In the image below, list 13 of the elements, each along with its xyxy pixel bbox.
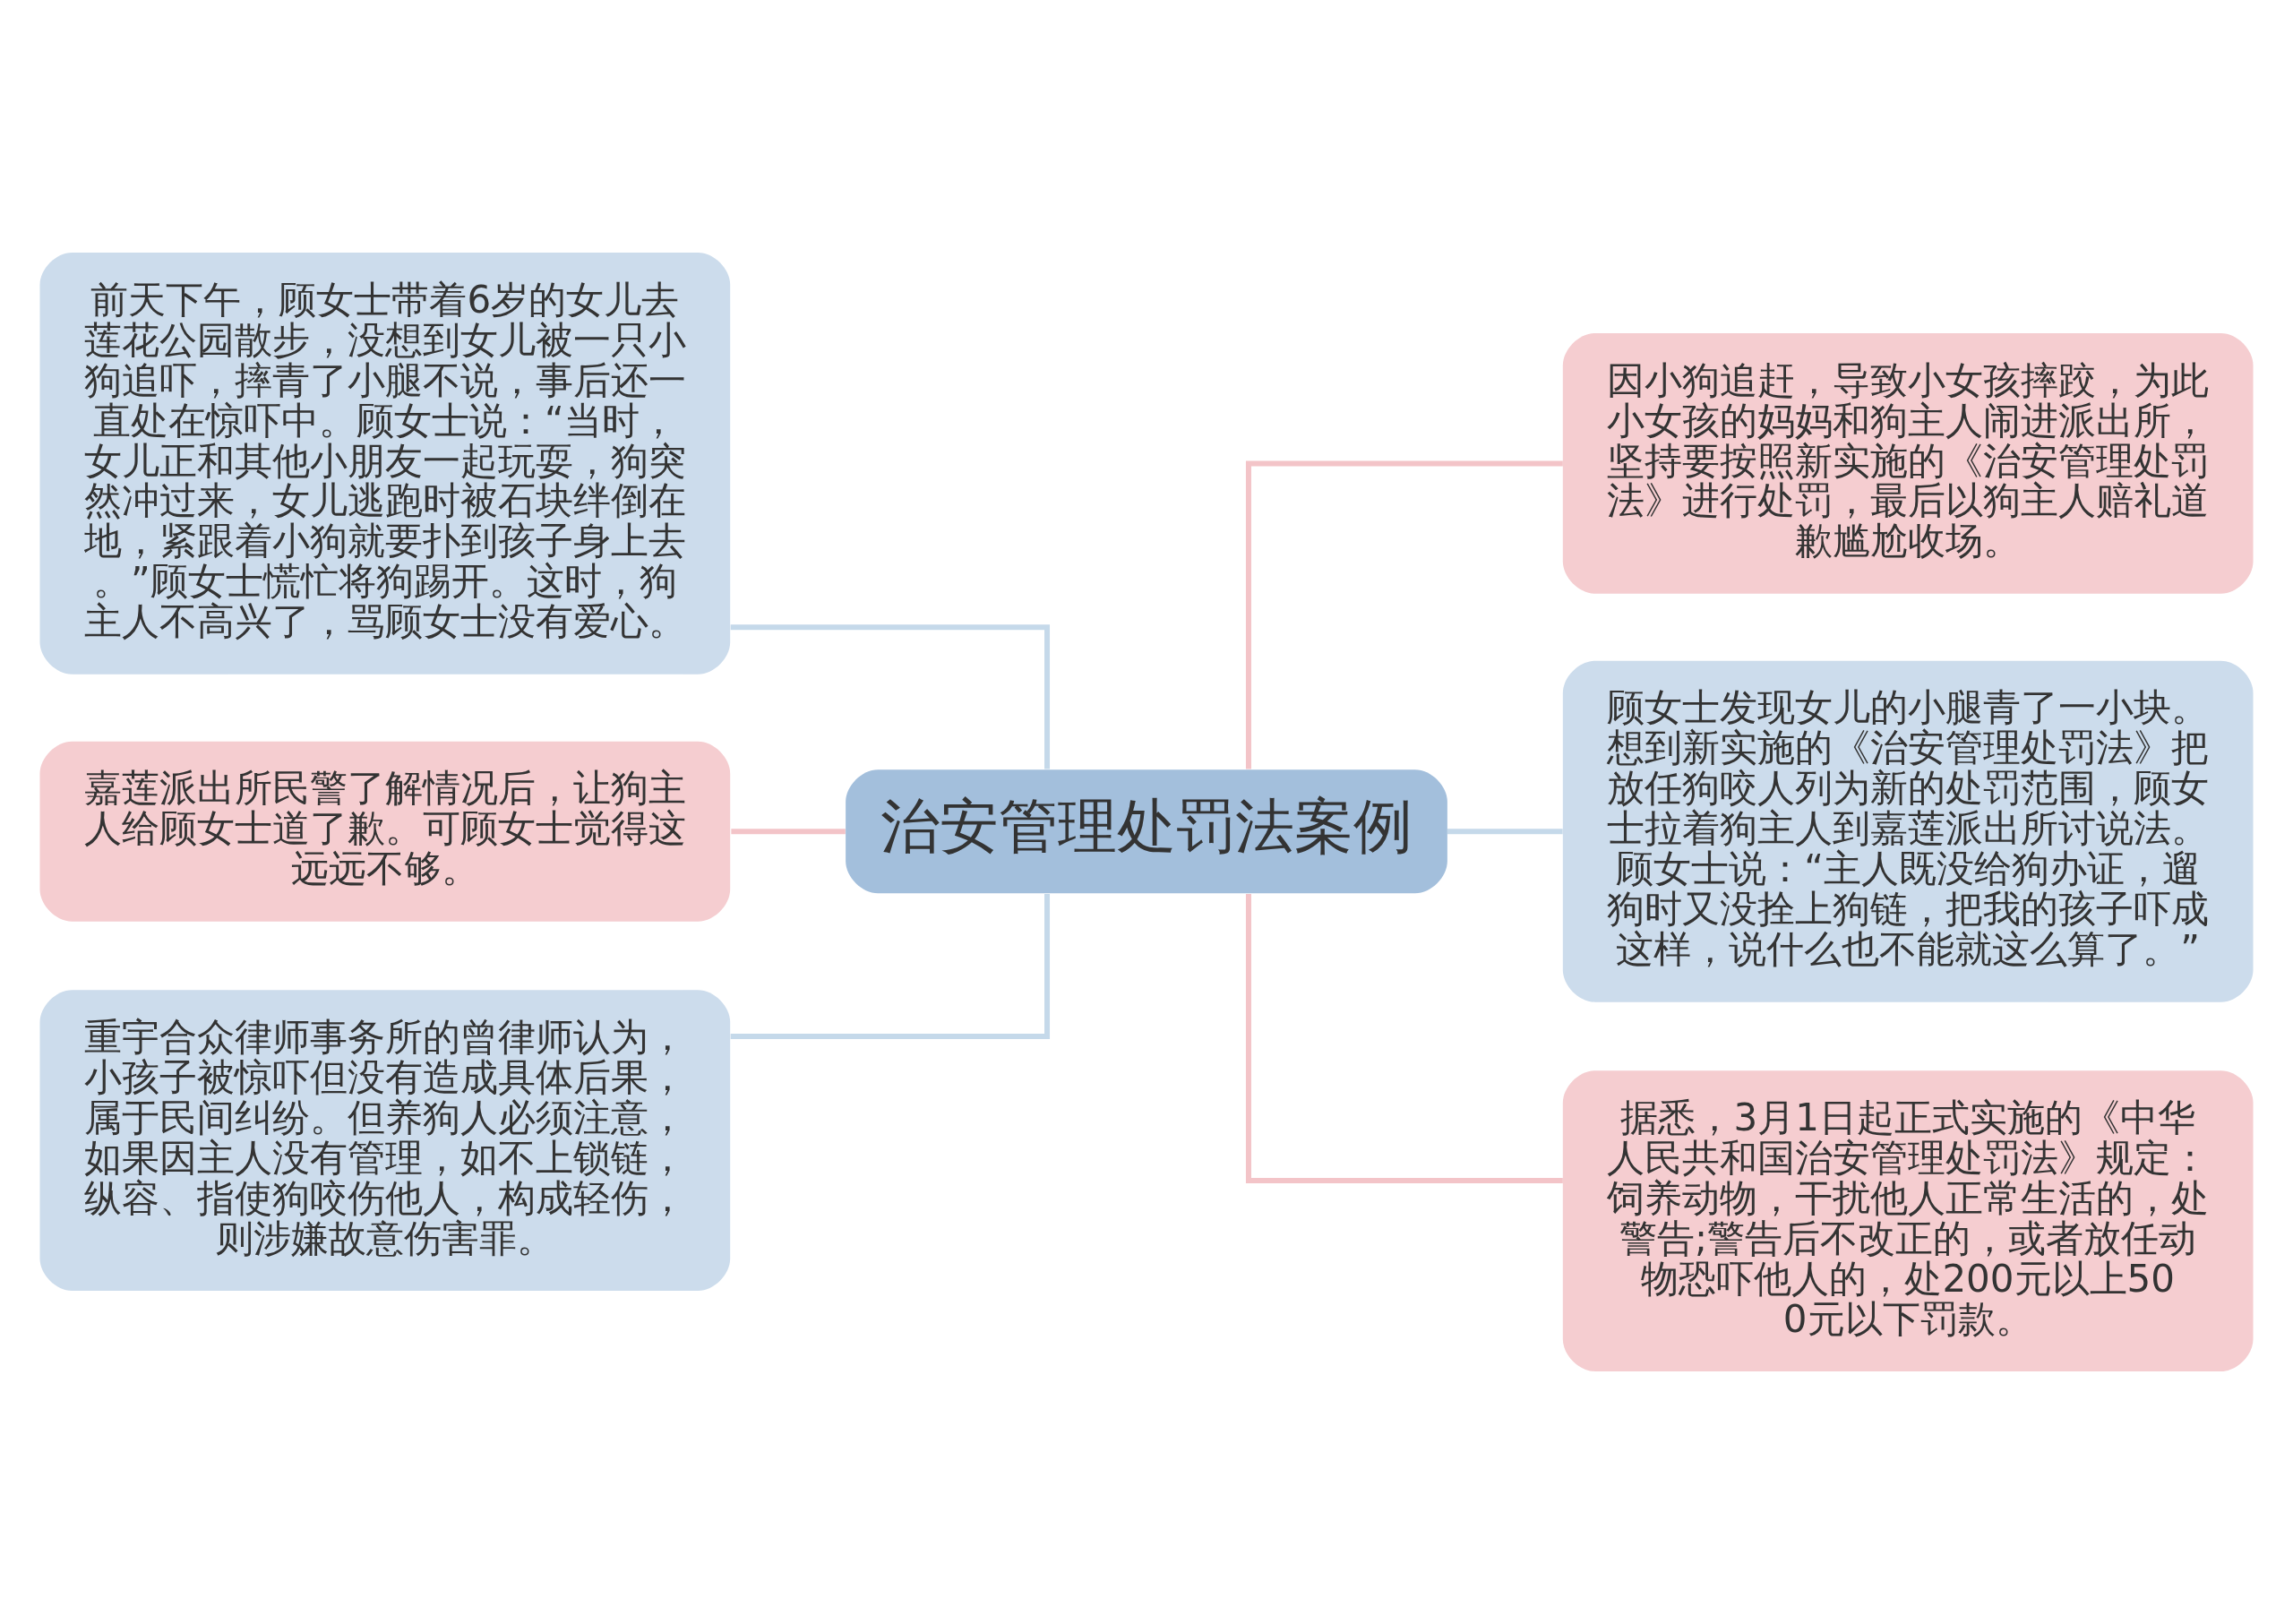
connector bbox=[1245, 460, 1563, 769]
connector bbox=[730, 894, 1051, 1039]
connector bbox=[730, 624, 1051, 769]
node-box: 嘉莲派出所民警了解情况后，让狗主人给顾女士道了歉。可顾女士觉得这远远不够。 bbox=[39, 741, 731, 922]
connector bbox=[731, 829, 846, 835]
node-box: 治安管理处罚法案例 bbox=[846, 769, 1447, 894]
connector bbox=[1245, 893, 1563, 1184]
node-box: 因小狗追赶，导致小女孩摔跤，为此小女孩的妈妈和狗主人闹进派出所，坚持要按照新实施的《治安管理处罚法》进行处罚，最后以狗主人赔礼道歉尴尬收场。 bbox=[1562, 332, 2254, 594]
node-box: 据悉，3月1日起正式实施的《中华人民共和国治安管理处罚法》规定：饲养动物，干扰他人正常生活的，处警告;警告后不改正的，或者放任动物恐吓他人的，处200元以上500元以下罚款。 bbox=[1562, 1070, 2254, 1371]
node-box: 前天下午，顾女士带着6岁的女儿去莲花公园散步，没想到女儿被一只小狗追吓，摔青了小腿不说，事后还一直处在惊吓中。顾女士说：“当时，女儿正和其他小朋友一起玩耍，狗突然冲过来，女儿逃跑时被石块绊倒在地，紧跟着小狗就要扑到孩子身上去。”顾女士慌忙将狗踢开。这时，狗主人不高兴了，骂顾女士没有爱心。 bbox=[39, 253, 731, 675]
node-box: 顾女士发现女儿的小腿青了一小块。想到新实施的《治安管理处罚法》把放任狗咬人列为新的处罚范围，顾女士拉着狗主人到嘉莲派出所讨说法。顾女士说：“主人既没给狗办证，遛狗时又没拴上狗链，把我的孩子吓成这样，说什么也不能就这么算了。” bbox=[1562, 660, 2254, 1002]
connector bbox=[1447, 829, 1563, 835]
node-box: 重宇合众律师事务所的曾律师认为，小孩子被惊吓但没有造成具体后果，属于民间纠纷。但养狗人必须注意，如果因主人没有管理，如不上锁链，纵容、指使狗咬伤他人，构成轻伤，则涉嫌故意伤害罪。 bbox=[39, 990, 731, 1292]
